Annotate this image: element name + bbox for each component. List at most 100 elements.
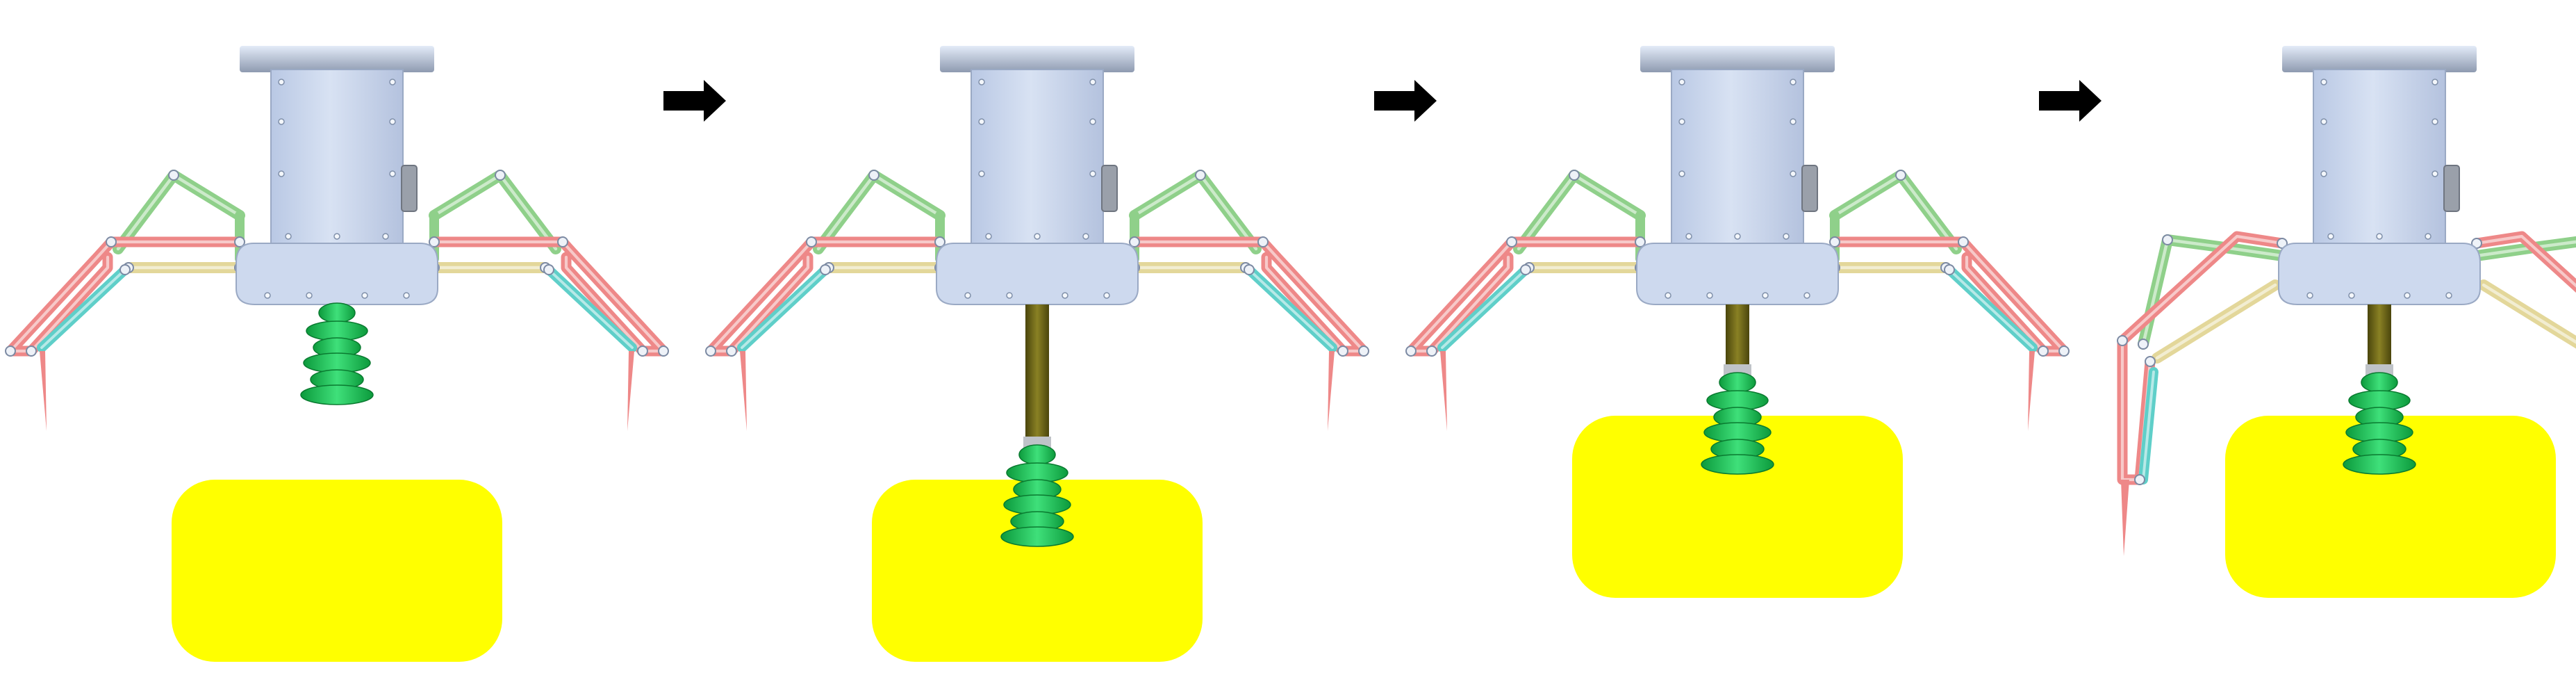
tan-link bbox=[2152, 279, 2281, 364]
screw bbox=[278, 79, 285, 86]
pivot-pin bbox=[543, 264, 554, 275]
pivot-pin bbox=[2117, 335, 2128, 346]
pivot-pin bbox=[1569, 170, 1580, 181]
pivot-pin bbox=[2058, 346, 2070, 357]
cyan-link bbox=[1244, 265, 1337, 352]
lower-housing bbox=[2278, 243, 2481, 305]
pivot-pin bbox=[495, 170, 506, 181]
valve-block bbox=[1101, 165, 1118, 212]
pivot-pin bbox=[1405, 346, 1417, 357]
screw bbox=[2431, 170, 2438, 177]
screw bbox=[1062, 292, 1068, 299]
piston-rod bbox=[1726, 304, 1749, 371]
pivot-pin bbox=[106, 236, 117, 247]
finger-tip bbox=[627, 351, 634, 431]
pivot-pin bbox=[1944, 264, 1955, 275]
housing-body bbox=[2313, 69, 2446, 251]
finger-tip bbox=[1328, 351, 1335, 431]
mount-cap bbox=[2282, 46, 2477, 72]
mount-cap bbox=[1640, 46, 1835, 72]
screw bbox=[2327, 233, 2334, 240]
screw bbox=[2306, 292, 2313, 299]
pivot-pin bbox=[658, 346, 669, 357]
pivot-pin bbox=[2138, 339, 2149, 350]
finger-tip bbox=[1440, 351, 1447, 431]
valve-block bbox=[401, 165, 418, 212]
screw bbox=[978, 79, 985, 86]
screw bbox=[1089, 118, 1096, 125]
screw bbox=[964, 292, 971, 299]
gripper-step-4 bbox=[2117, 46, 2576, 598]
housing-body bbox=[971, 69, 1104, 251]
pivot-pin bbox=[1337, 346, 1348, 357]
screw bbox=[2431, 118, 2438, 125]
screw bbox=[978, 118, 985, 125]
screw bbox=[1762, 292, 1769, 299]
lower-housing bbox=[236, 243, 438, 305]
screw bbox=[1089, 79, 1096, 86]
screw bbox=[278, 118, 285, 125]
screw bbox=[278, 170, 285, 177]
valve-block bbox=[2443, 165, 2460, 212]
gripper-step-2 bbox=[705, 46, 1369, 662]
screw bbox=[1706, 292, 1713, 299]
finger-tip bbox=[740, 351, 747, 431]
screw bbox=[264, 292, 271, 299]
pivot-pin bbox=[934, 236, 946, 247]
mount-cap bbox=[240, 46, 434, 72]
lower-housing bbox=[936, 243, 1139, 305]
pivot-pin bbox=[2162, 234, 2173, 245]
gripper-step-3 bbox=[1405, 46, 2070, 598]
red-link bbox=[705, 236, 946, 357]
screw bbox=[985, 233, 992, 240]
screw bbox=[389, 118, 396, 125]
cyan-link bbox=[1437, 265, 1530, 352]
cyan-link bbox=[737, 265, 830, 352]
pivot-pin bbox=[1635, 236, 1646, 247]
pivot-pin bbox=[2145, 356, 2156, 367]
green-link bbox=[2138, 234, 2288, 350]
pivot-pin bbox=[429, 236, 440, 247]
lower-housing bbox=[1636, 243, 1839, 305]
screw bbox=[1678, 79, 1685, 86]
pivot-pin bbox=[1829, 236, 1840, 247]
red-link bbox=[429, 236, 669, 357]
screw bbox=[2320, 79, 2327, 86]
suction-cup bbox=[300, 302, 374, 405]
pivot-pin bbox=[1358, 346, 1369, 357]
object-block bbox=[172, 480, 502, 662]
screw bbox=[1790, 170, 1797, 177]
screw bbox=[1803, 292, 1810, 299]
screw bbox=[2425, 233, 2431, 240]
pivot-pin bbox=[2134, 474, 2145, 485]
screw bbox=[1790, 118, 1797, 125]
screw bbox=[2445, 292, 2452, 299]
pivot-pin bbox=[1958, 236, 1969, 247]
valve-block bbox=[1801, 165, 1818, 212]
object-block bbox=[2225, 416, 2556, 598]
suction-cup bbox=[1701, 372, 1774, 475]
object-block bbox=[872, 480, 1203, 662]
screw bbox=[2320, 118, 2327, 125]
screw bbox=[382, 233, 389, 240]
screw bbox=[1790, 79, 1797, 86]
screw bbox=[2431, 79, 2438, 86]
tan-link bbox=[2478, 279, 2576, 349]
screw bbox=[2376, 233, 2383, 240]
screw bbox=[1082, 233, 1089, 240]
finger-tip bbox=[2028, 351, 2035, 431]
red-link bbox=[2471, 231, 2576, 293]
screw bbox=[2404, 292, 2411, 299]
pivot-pin bbox=[1257, 236, 1269, 247]
pivot-pin bbox=[726, 346, 737, 357]
pivot-pin bbox=[26, 346, 37, 357]
pivot-pin bbox=[1426, 346, 1437, 357]
screw bbox=[389, 170, 396, 177]
mount-cap bbox=[940, 46, 1134, 72]
screw bbox=[1006, 292, 1013, 299]
pivot-pin bbox=[5, 346, 16, 357]
screw bbox=[1089, 170, 1096, 177]
screw bbox=[361, 292, 368, 299]
finger-tip bbox=[2121, 480, 2129, 556]
gripper-step-1 bbox=[5, 46, 669, 662]
